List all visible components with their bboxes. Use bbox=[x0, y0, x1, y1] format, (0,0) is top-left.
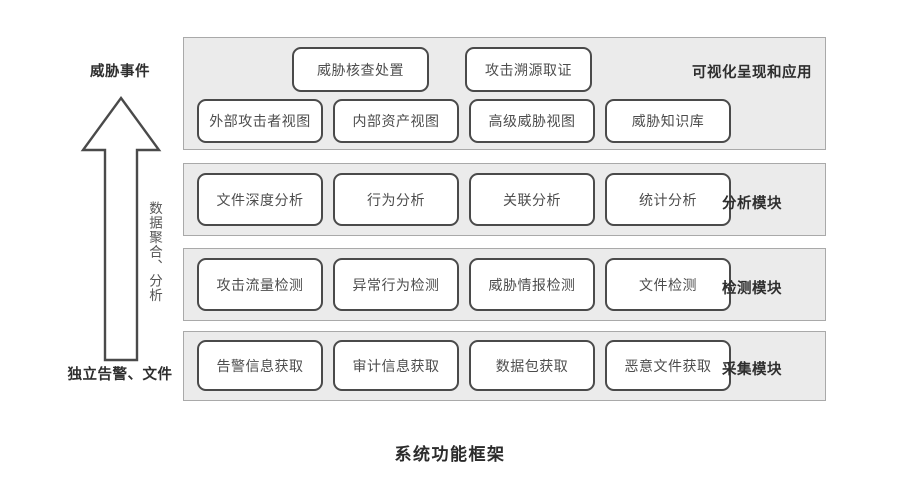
node-external-attacker-view[interactable]: 外部攻击者视图 bbox=[197, 99, 323, 143]
module-label-detection: 检测模块 bbox=[722, 281, 782, 297]
node-threat-verification-disposal[interactable]: 威胁核查处置 bbox=[292, 47, 429, 92]
node-malicious-file-acquisition[interactable]: 恶意文件获取 bbox=[605, 340, 731, 391]
node-advanced-threat-view[interactable]: 高级威胁视图 bbox=[469, 99, 595, 143]
module-label-visualization: 可视化呈现和应用 bbox=[692, 65, 812, 81]
node-correlation-analysis[interactable]: 关联分析 bbox=[469, 173, 595, 226]
node-file-deep-analysis[interactable]: 文件深度分析 bbox=[197, 173, 323, 226]
data-flow-arrow bbox=[80, 95, 162, 363]
node-threat-knowledge-base[interactable]: 威胁知识库 bbox=[605, 99, 731, 143]
node-attack-traffic-detection[interactable]: 攻击流量检测 bbox=[197, 258, 323, 311]
node-threat-intelligence-detection[interactable]: 威胁情报检测 bbox=[469, 258, 595, 311]
node-statistical-analysis[interactable]: 统计分析 bbox=[605, 173, 731, 226]
node-abnormal-behavior-detection[interactable]: 异常行为检测 bbox=[333, 258, 459, 311]
node-packet-acquisition[interactable]: 数据包获取 bbox=[469, 340, 595, 391]
flow-bottom-label: 独立告警、文件 bbox=[67, 367, 173, 383]
node-audit-info-acquisition[interactable]: 审计信息获取 bbox=[333, 340, 459, 391]
node-attack-traceback-forensics[interactable]: 攻击溯源取证 bbox=[465, 47, 592, 92]
flow-top-label: 威胁事件 bbox=[90, 64, 150, 80]
node-file-detection[interactable]: 文件检测 bbox=[605, 258, 731, 311]
diagram-caption: 系统功能框架 bbox=[394, 445, 506, 464]
node-alert-info-acquisition[interactable]: 告警信息获取 bbox=[197, 340, 323, 391]
flow-arrow-label: 数据聚合、分析 bbox=[147, 201, 162, 303]
module-label-analysis: 分析模块 bbox=[722, 196, 782, 212]
node-internal-asset-view[interactable]: 内部资产视图 bbox=[333, 99, 459, 143]
node-behavior-analysis[interactable]: 行为分析 bbox=[333, 173, 459, 226]
module-label-collection: 采集模块 bbox=[722, 362, 782, 378]
